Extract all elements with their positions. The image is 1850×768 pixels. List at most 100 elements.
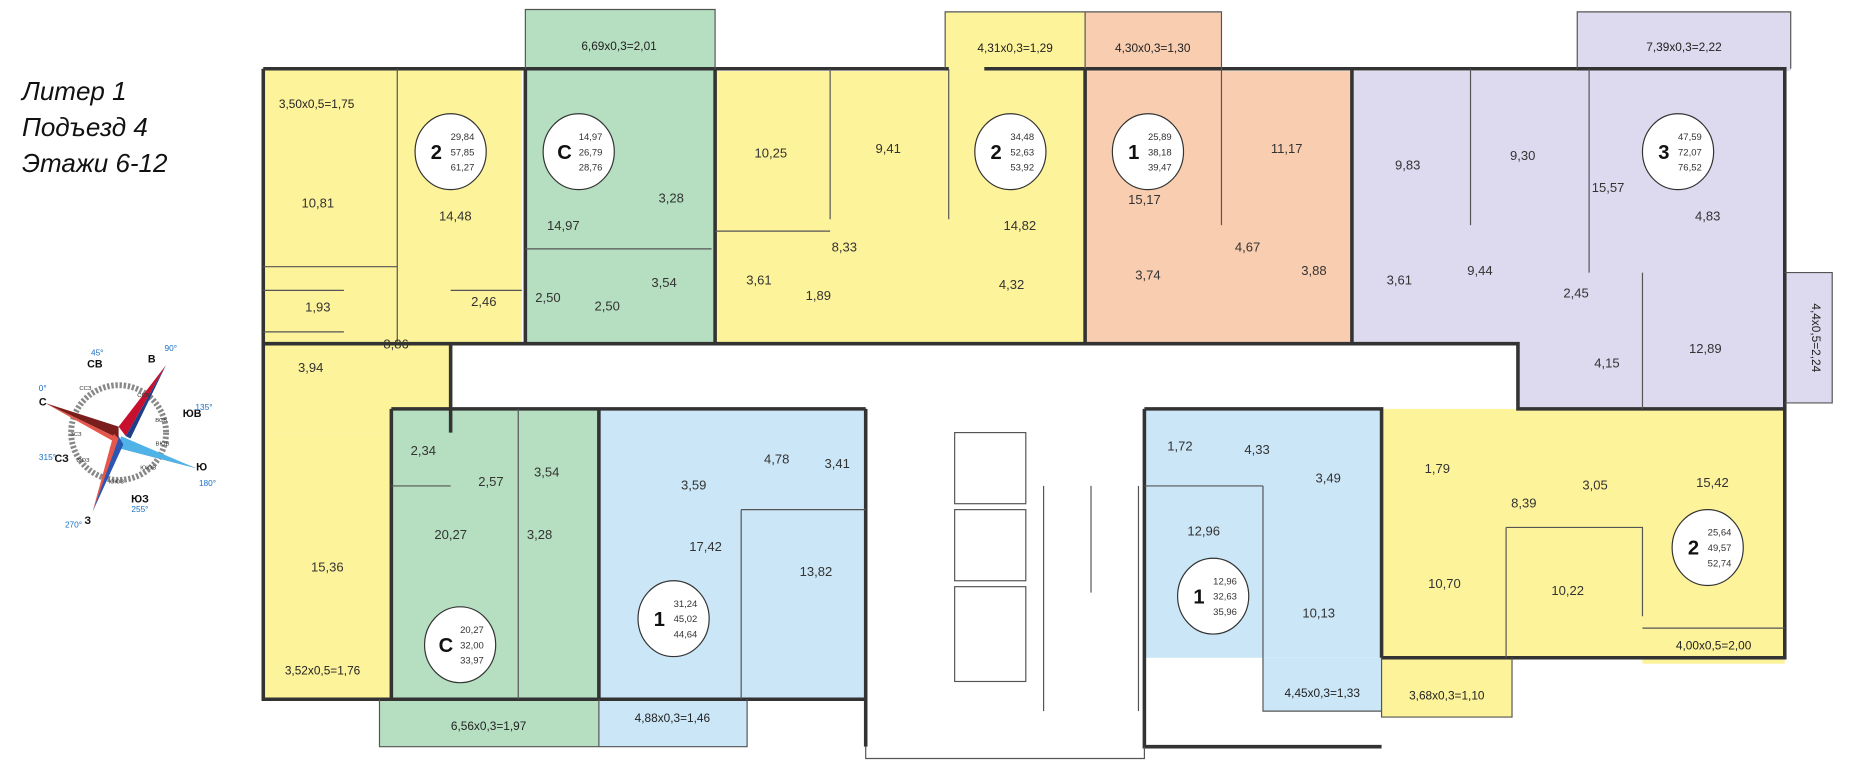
room-area: 2,45 [1563,285,1588,300]
compass-ese: ВЮВ [156,442,170,448]
compass-ssw: ССЗ [79,386,91,392]
room-area: 3,61 [1387,272,1412,287]
room-area: 3,41 [825,456,850,471]
compass-e-deg: 90° [165,343,178,353]
badge-rooms: 3 [1658,142,1669,164]
badge-total: 49,57 [1708,543,1732,554]
balcony-label: 4,00x0,5=2,00 [1676,638,1752,652]
badge-rooms: 2 [1688,538,1699,560]
room-area: 2,46 [471,294,496,309]
badge-living: 34,48 [1010,132,1034,143]
compass-ne: СВ [87,358,103,370]
badge-rooms: С [439,635,454,657]
room-area: 3,28 [527,527,552,542]
apartment-fills [263,9,1833,747]
room-area: 3,49 [1316,470,1341,485]
east-arrow [118,365,167,437]
elevator-2 [954,509,1027,582]
badge-total: 72,07 [1678,147,1702,158]
compass-nw-deg: 315° [39,452,56,462]
compass-w-deg: 270° [65,519,82,529]
balcony-label: 4,31x0,3=1,29 [977,41,1053,55]
room-area: 9,30 [1510,148,1535,163]
compass-nw: СЗ [55,453,70,465]
room-area: 3,05 [1582,477,1607,492]
room-area: 17,42 [689,539,722,554]
balcony-label: 4,4x0,5=2,24 [1809,303,1823,372]
badge-total: 38,18 [1148,147,1172,158]
elevator-1 [954,431,1027,505]
compass-sw: ЮЗ [131,494,149,506]
balcony-label: 3,52x0,5=1,76 [285,663,361,677]
compass-e: В [148,354,156,366]
room-area: 4,83 [1695,208,1720,223]
balcony-label: 4,45x0,3=1,33 [1285,686,1361,700]
badge-living: 29,84 [451,132,475,143]
room-area: 1,79 [1425,461,1450,476]
badge-rooms: С [557,142,572,164]
compass-sw-deg: 255° [131,504,148,514]
badge-total-balcony: 28,76 [579,163,603,174]
badge-total-balcony: 61,27 [451,163,475,174]
room-area: 11,17 [1271,141,1303,156]
compass-n: С [39,396,47,408]
room-area: 3,28 [659,191,684,206]
badge-total-balcony: 33,97 [460,656,484,667]
compass-s: Ю [196,462,207,474]
badge-total-balcony: 52,74 [1708,559,1732,570]
room-area: 2,57 [478,474,503,489]
room-area: 1,89 [806,288,831,303]
room-area: 14,97 [547,218,580,233]
balcony-label: 4,88x0,3=1,46 [635,711,711,725]
balcony-label: 6,69x0,3=2,01 [581,39,657,53]
badge-living: 25,89 [1148,132,1172,143]
room-area: 9,44 [1467,263,1492,278]
compass-ssw2: ЮЮЗ [108,480,124,486]
room-area: 3,59 [681,477,706,492]
room-area: 3,61 [746,272,771,287]
badge-total-balcony: 44,64 [674,630,698,641]
balcony-label: 3,68x0,3=1,10 [1409,688,1485,702]
balcony-label: 4,30x0,3=1,30 [1115,41,1191,55]
compass-se-deg: 135° [195,402,212,412]
room-area: 14,48 [439,208,472,223]
room-labels: 10,81 14,48 1,93 2,46 8,86 3,94 15,36 14… [298,141,1729,621]
compass-s-deg: 180° [199,478,216,488]
badge-living: 20,27 [460,625,484,636]
west-arrow [92,436,124,512]
badge-living: 14,97 [579,132,603,143]
badge-total: 45,02 [674,614,698,625]
room-area: 4,32 [999,277,1024,292]
floors-label: Этажи 6-12 [22,148,168,178]
balcony-label: 7,39x0,3=2,22 [1646,40,1721,54]
room-area: 8,33 [832,239,857,254]
compass-rose: С 0° СВ 45° В 90° ЮВ 135° Ю 180° ЮЗ 255°… [39,343,216,530]
room-area: 3,54 [534,464,559,479]
badge-rooms: 2 [431,142,442,164]
badge-rooms: 1 [654,609,665,631]
room-area: 12,89 [1689,341,1722,356]
room-area: 10,81 [302,195,335,210]
badge-total: 52,63 [1010,147,1034,158]
room-area: 3,74 [1135,268,1160,283]
elevator-3 [954,586,1027,683]
room-area: 1,72 [1167,438,1192,453]
room-area: 15,17 [1128,192,1161,207]
room-area: 10,70 [1428,576,1461,591]
room-area: 4,33 [1244,442,1269,457]
compass-wsw: ЗЮЗ [76,458,90,464]
room-area: 2,50 [535,290,560,305]
room-area: 4,15 [1594,355,1619,370]
compass-ene: ВСВ [155,418,167,424]
badge-total: 26,79 [579,147,603,158]
room-area: 12,96 [1187,524,1220,539]
compass-w: З [84,515,91,527]
walls [261,8,1833,760]
